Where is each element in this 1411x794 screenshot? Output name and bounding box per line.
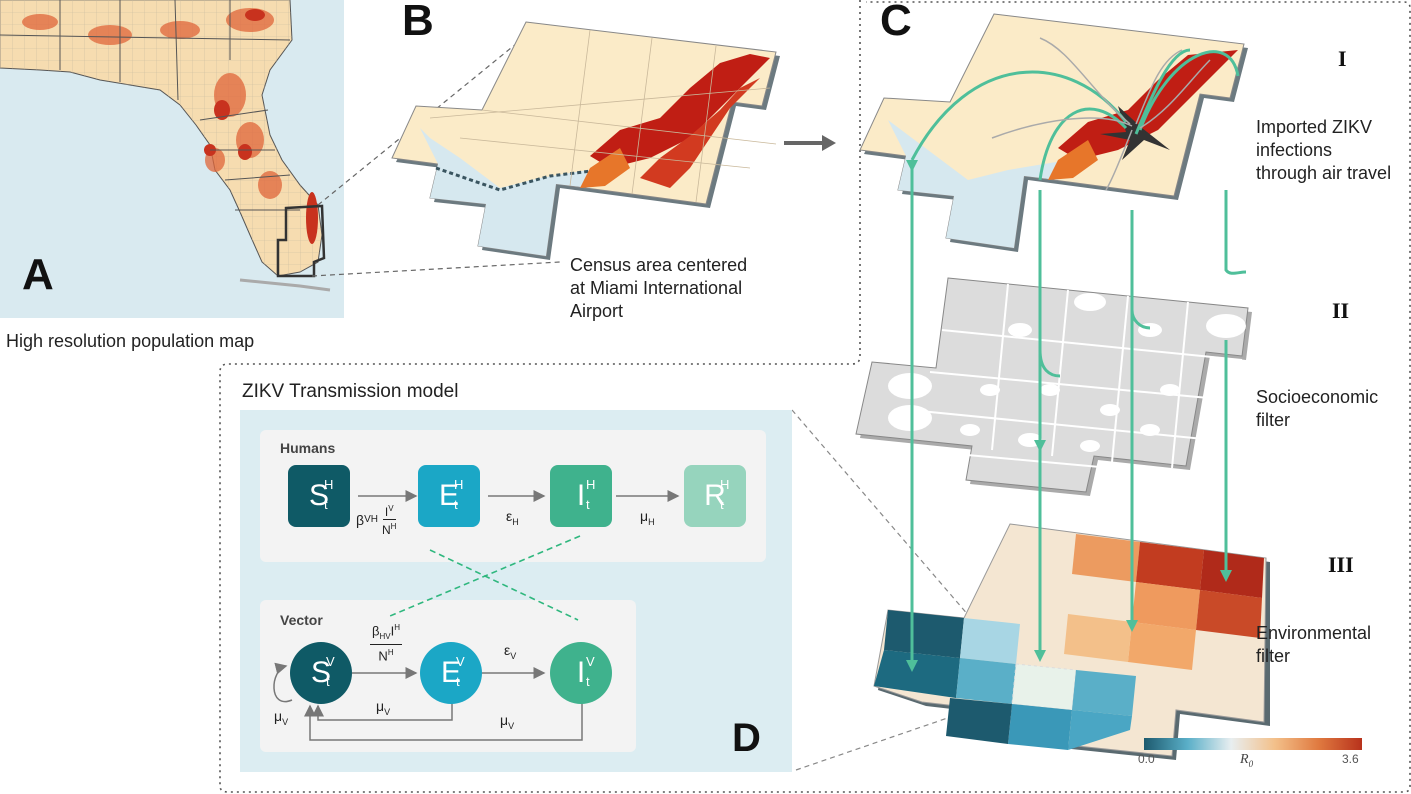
- rate-vector-infection: βHVIH NH: [370, 620, 403, 664]
- rate-vm1-sub: V: [282, 716, 289, 727]
- layer-iii-caption: Environmental filter: [1256, 622, 1406, 668]
- panel-label-a: A: [22, 250, 54, 299]
- layer-i-numeral: I: [1338, 46, 1347, 71]
- rate-vm3-sub: V: [508, 720, 515, 731]
- panel-b-caption-line-1: Census area centered: [570, 255, 748, 275]
- layer-ii-grid: [855, 277, 1252, 496]
- layer-ii-caption: Socioeconomic filter: [1256, 386, 1406, 432]
- model-title: ZIKV Transmission model: [242, 381, 459, 402]
- rate-vector-incubation: εV: [504, 642, 516, 661]
- node-iv-sub: t: [586, 674, 590, 689]
- layer-i-caption: Imported ZIKV infections through air tra…: [1256, 116, 1406, 185]
- node-rh-symbol: R: [704, 479, 726, 512]
- rate-vi-beta-sub: HV: [379, 631, 391, 641]
- layer-i-caption-line-3: through air travel: [1256, 163, 1392, 183]
- florida-map-graphic: [0, 0, 331, 292]
- humans-label: Humans: [280, 440, 336, 456]
- layer-ii-numeral: II: [1332, 298, 1350, 323]
- rate-vm3-sym: μ: [500, 712, 509, 728]
- node-sv-symbol: S: [310, 656, 331, 689]
- node-sh-sub: t: [324, 497, 328, 512]
- layer-i-caption-line-2: infections: [1256, 140, 1333, 160]
- layer-ii-caption-line-1: Socioeconomic: [1256, 387, 1379, 407]
- panel-b-caption-line-2: at Miami International: [570, 278, 743, 298]
- rate-vi-den: N: [378, 648, 388, 664]
- layer-iii-numeral: III: [1328, 552, 1354, 577]
- vector-label: Vector: [280, 612, 323, 628]
- node-ev-sub: t: [456, 674, 460, 689]
- population-map: [0, 0, 344, 318]
- r0-legend-max: 3.6: [1342, 752, 1359, 766]
- panel-label-b: B: [402, 0, 434, 45]
- rate-hi-den-sup: H: [390, 522, 397, 531]
- layer-iii-caption-line-1: Environmental: [1256, 623, 1372, 643]
- layer-iii-grid: [873, 523, 1270, 760]
- layer-stack: [855, 13, 1270, 760]
- model-arrows: [273, 490, 680, 741]
- node-sh-symbol: S: [308, 479, 329, 512]
- rate-hi-beta-sub: VH: [364, 514, 378, 525]
- panel-label-d: D: [732, 716, 761, 760]
- node-ih-sub: t: [586, 497, 590, 512]
- node-rh-sub: t: [720, 497, 724, 512]
- layer-i-map: [859, 13, 1248, 252]
- rate-human-recovery: μH: [640, 508, 655, 527]
- rate-ve-sub: V: [510, 650, 517, 661]
- rate-he-sym: ε: [506, 508, 513, 524]
- rate-hr-sym: μ: [640, 508, 649, 524]
- node-eh-sub: t: [454, 497, 458, 512]
- node-ih-sup: H: [586, 477, 596, 492]
- rate-hi-den: N: [381, 523, 391, 537]
- rate-vi-den-sup: H: [387, 647, 394, 657]
- rate-vm2-sub: V: [384, 706, 391, 717]
- layer-i-caption-line-1: Imported ZIKV: [1256, 117, 1373, 137]
- node-ih-symbol: I: [576, 479, 586, 512]
- node-iv-symbol: I: [576, 656, 586, 689]
- node-exposed-vectors: E V t: [420, 642, 482, 704]
- node-eh-sup: H: [454, 477, 464, 492]
- census-area-map: [391, 21, 780, 260]
- rate-hr-sub: H: [648, 516, 655, 527]
- layer-ii-caption-line-2: filter: [1256, 410, 1291, 430]
- r0-legend-label: R0: [1240, 752, 1253, 769]
- rate-vi-num: I: [390, 623, 395, 639]
- r0-colorbar: [1144, 738, 1362, 750]
- node-susceptible-vectors: S V t: [290, 642, 352, 704]
- rate-vi-beta: β: [372, 623, 380, 639]
- rate-vm1-sym: μ: [274, 708, 283, 724]
- panel-a-caption: High resolution population map: [6, 331, 255, 351]
- node-sh-sup: H: [324, 477, 334, 492]
- r0-legend-subscript: 0: [1248, 758, 1254, 769]
- node-infected-vectors: I V t: [550, 642, 612, 704]
- node-ev-sup: V: [456, 654, 465, 669]
- rate-vector-mortality-2: μV: [376, 698, 390, 717]
- layer-iii-caption-line-2: filter: [1256, 646, 1291, 666]
- rate-hi-beta: β: [356, 511, 365, 528]
- node-iv-sup: V: [586, 654, 595, 669]
- rate-hi-num-sup: V: [388, 504, 394, 513]
- node-sv-sup: V: [326, 654, 335, 669]
- rate-vi-num-sup: H: [394, 623, 401, 632]
- panel-label-c: C: [880, 0, 912, 45]
- rate-hi-num: I: [384, 505, 389, 519]
- r0-legend-min: 0.0: [1138, 752, 1155, 766]
- node-ev-symbol: E: [440, 656, 461, 689]
- node-susceptible-humans: S H t: [288, 465, 350, 527]
- panel-b-caption: Census area centered at Miami Internatio…: [570, 254, 790, 323]
- panel-b-caption-line-3: Airport: [570, 301, 624, 321]
- node-infected-humans: I H t: [550, 465, 612, 527]
- rate-vm2-sym: μ: [376, 698, 385, 714]
- rate-he-sub: H: [512, 516, 519, 527]
- node-recovered-humans: R H t: [684, 465, 746, 527]
- rate-vector-mortality-3: μV: [500, 712, 514, 731]
- node-sv-sub: t: [326, 674, 330, 689]
- r0-legend-symbol: R: [1240, 752, 1249, 767]
- node-rh-sup: H: [720, 477, 730, 492]
- rate-human-incubation: εH: [506, 508, 519, 527]
- node-exposed-humans: E H t: [418, 465, 480, 527]
- rate-ve-sym: ε: [504, 642, 511, 658]
- rate-vector-mortality-1: μV: [274, 708, 288, 727]
- node-eh-symbol: E: [438, 479, 459, 512]
